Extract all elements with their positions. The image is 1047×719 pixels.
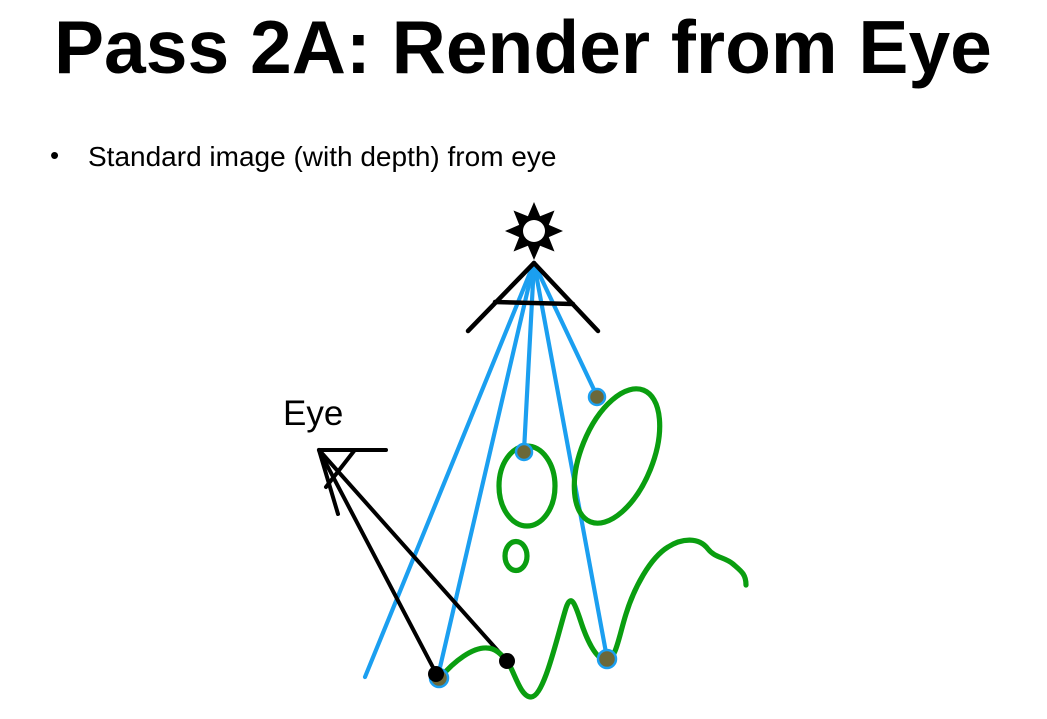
slide-title: Pass 2A: Render from Eye (54, 5, 992, 89)
bullet-text: Standard image (with depth) from eye (88, 141, 557, 172)
object-ellipse-large (571, 386, 663, 526)
lit-point-dot (587, 387, 607, 407)
lit-point-dot (596, 648, 618, 670)
light-ray (531, 260, 600, 399)
eye-rays (317, 448, 509, 677)
light-frustum-right-edge (531, 260, 601, 334)
sun-star-icon (505, 202, 563, 260)
eye-frustum-icon (317, 448, 388, 516)
light-ray (521, 260, 537, 454)
eye-image-plane (324, 449, 356, 489)
eye-ray (317, 448, 509, 663)
light-ray (435, 260, 537, 679)
light-ray (362, 260, 537, 680)
light-image-plane (492, 299, 576, 307)
object-ellipse-tiny (502, 538, 530, 574)
bullet-item: • Standard image (with depth) from eye (50, 140, 557, 173)
eye-sample-dot (428, 666, 444, 682)
eye-label: Eye (283, 394, 343, 433)
eye-ray (317, 448, 439, 677)
bullet-marker: • (50, 140, 60, 170)
lit-point-dot (514, 442, 534, 462)
light-rays (362, 260, 610, 680)
light-ray (531, 260, 610, 661)
eye-sample-dot (499, 653, 515, 669)
scene-objects (437, 386, 749, 700)
eye-sample-points (428, 653, 515, 682)
ground-curve (437, 537, 749, 700)
light-frustum-left-edge (465, 260, 537, 334)
light-frustum-icon (465, 260, 601, 334)
sun-center-hole (523, 220, 545, 242)
